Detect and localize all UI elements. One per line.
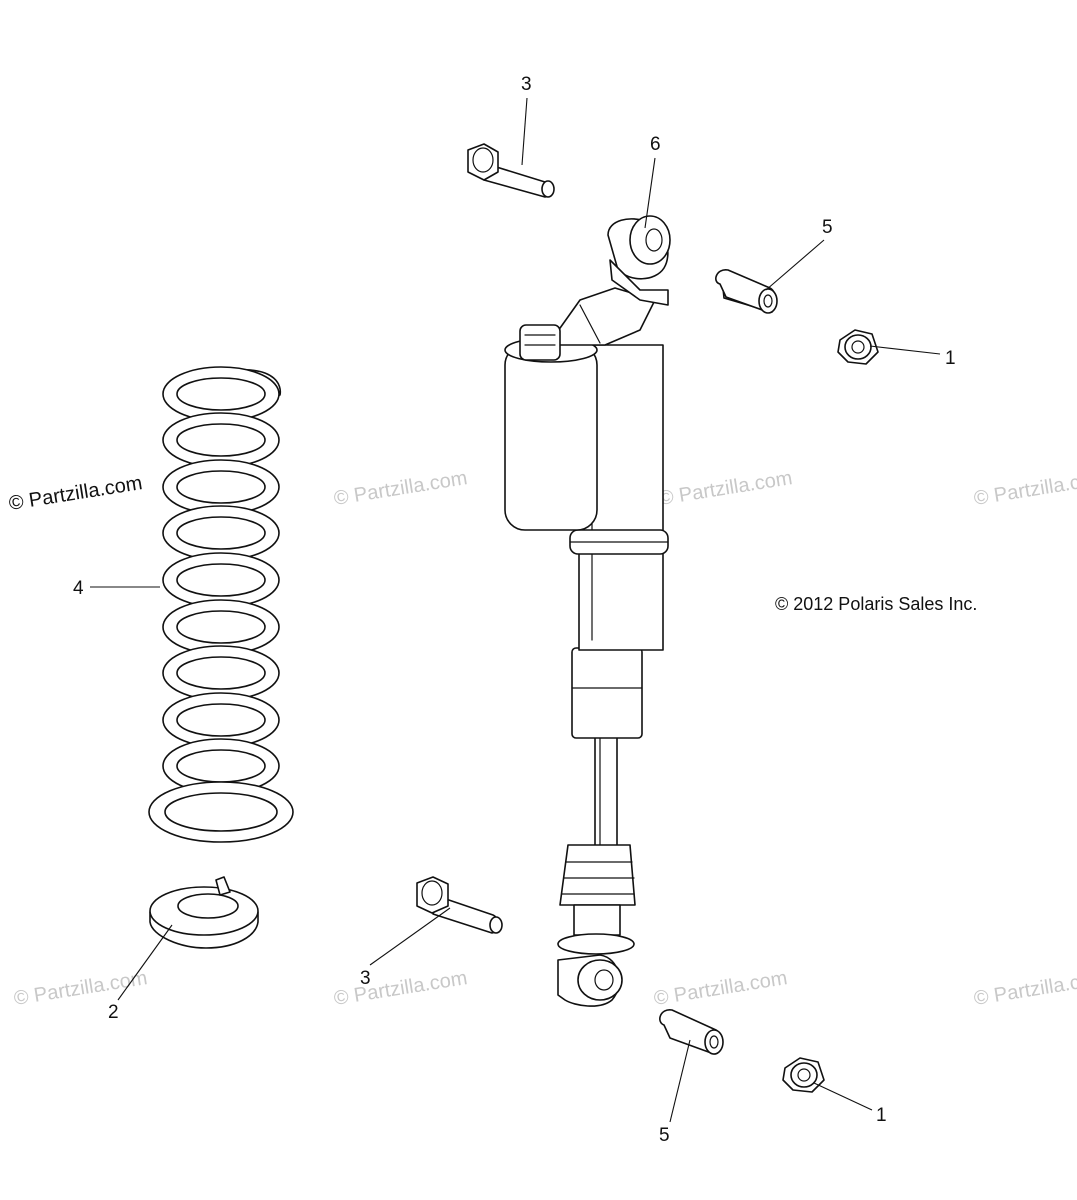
callout-shock: 6 <box>650 134 661 155</box>
bolt-bottom <box>416 876 503 934</box>
callout-bolt-bottom: 3 <box>360 968 371 989</box>
shock-absorber <box>504 215 671 1007</box>
callout-bushing-top: 5 <box>822 217 833 238</box>
callout-spring: 4 <box>73 578 84 599</box>
watermark: © Partzilla.com <box>7 472 144 515</box>
nut-bottom <box>782 1057 825 1093</box>
watermark: © Partzilla.com <box>332 467 469 510</box>
callout-nut-top: 1 <box>945 348 956 369</box>
watermark: © Partzilla.com <box>12 967 149 1010</box>
bolt-top <box>467 143 555 198</box>
leader-line <box>521 97 528 166</box>
leader-line <box>869 345 941 355</box>
bushing-top <box>715 269 778 314</box>
watermark: © Partzilla.com <box>332 967 469 1010</box>
copyright-notice: © 2012 Polaris Sales Inc. <box>775 594 977 614</box>
callout-bolt-top: 3 <box>521 74 532 95</box>
leader-line <box>813 1082 873 1111</box>
spring-retainer <box>149 876 259 949</box>
callout-bushing-bottom: 5 <box>659 1125 670 1146</box>
leader-line <box>669 1039 691 1123</box>
watermark: © Partzilla.com <box>972 967 1077 1010</box>
watermark: © Partzilla.com <box>657 467 794 510</box>
nut-top <box>837 329 879 365</box>
leader-line <box>765 239 825 291</box>
leader-line <box>644 157 656 229</box>
watermark: © Partzilla.com <box>652 967 789 1010</box>
leader-line <box>369 907 451 966</box>
callout-spring-retainer: 2 <box>108 1002 119 1023</box>
watermark: © Partzilla.com <box>972 467 1077 510</box>
leader-line <box>117 924 173 1001</box>
bushing-bottom <box>659 1009 724 1055</box>
coil-spring <box>148 366 294 843</box>
callout-nut-bottom: 1 <box>876 1105 887 1126</box>
